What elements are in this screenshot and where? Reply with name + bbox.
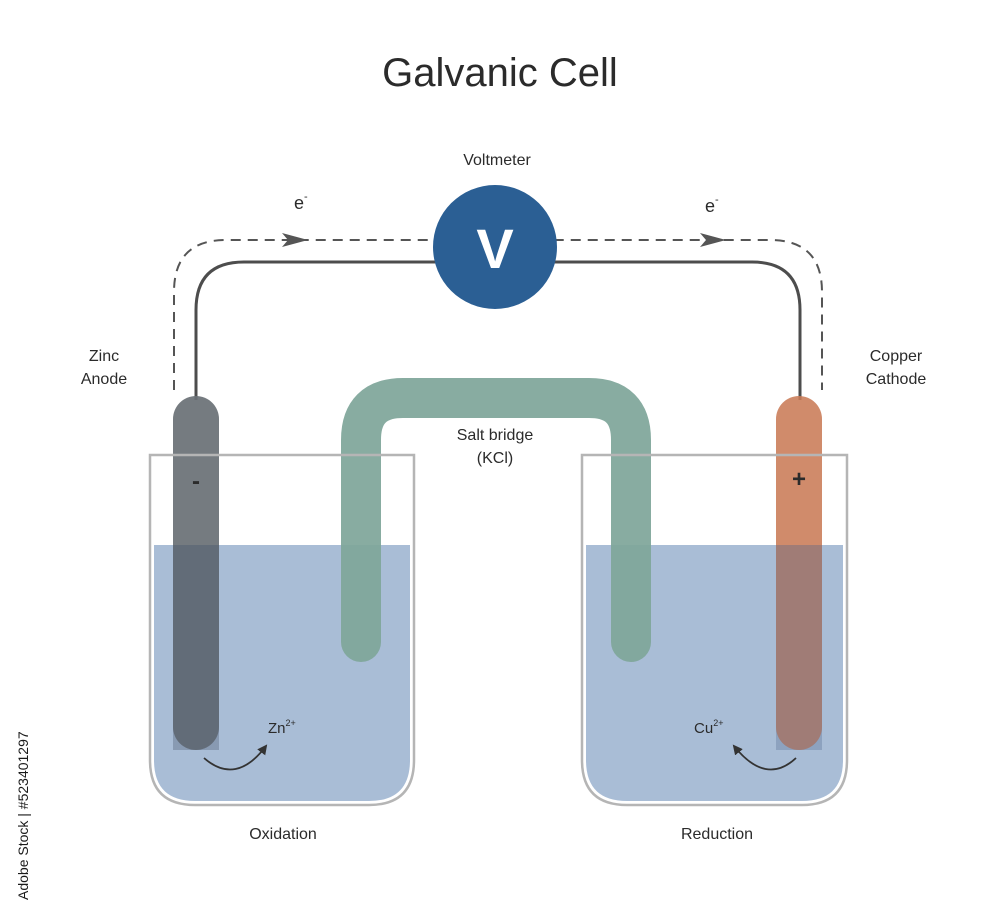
electron-flow-arrow-left: [282, 233, 308, 247]
electron-flow-path: [173, 239, 823, 390]
voltmeter-circle: [433, 185, 557, 309]
copper-ion-label: Cu2+: [694, 718, 723, 737]
salt-bridge-label-line1: Salt bridge: [457, 427, 534, 444]
voltmeter-label: Voltmeter: [463, 152, 531, 169]
copper-electrode-submerged: [776, 545, 822, 750]
cathode-label-line2: Cathode: [866, 371, 927, 388]
electron-flow-arrow-right: [700, 233, 726, 247]
stock-watermark: Adobe Stock | #523401297: [15, 731, 31, 900]
cathode-label-line1: Copper: [870, 348, 923, 365]
voltmeter-symbol: V: [476, 217, 513, 280]
page-title: Galvanic Cell: [382, 51, 618, 95]
reduction-label: Reduction: [681, 826, 753, 843]
anode-sign: -: [192, 468, 200, 495]
anode-label-line1: Zinc: [89, 348, 119, 365]
oxidation-label: Oxidation: [249, 826, 317, 843]
copper-ion-arrow: [732, 744, 797, 771]
zinc-electrode-submerged: [173, 545, 219, 750]
zinc-ion-arrow: [203, 744, 268, 771]
zinc-ion-label: Zn2+: [268, 718, 296, 737]
cathode-beaker: [580, 453, 849, 807]
salt-bridge: [341, 378, 651, 662]
anode-beaker: [148, 453, 416, 807]
copper-electrode: [776, 396, 822, 750]
cathode-sign: +: [792, 466, 806, 493]
salt-bridge-label-line2: (KCl): [477, 450, 513, 467]
electron-label-right: e-: [705, 194, 719, 216]
zinc-electrode: [173, 396, 219, 750]
electron-label-left: e-: [294, 191, 308, 213]
anode-label-line2: Anode: [81, 371, 127, 388]
